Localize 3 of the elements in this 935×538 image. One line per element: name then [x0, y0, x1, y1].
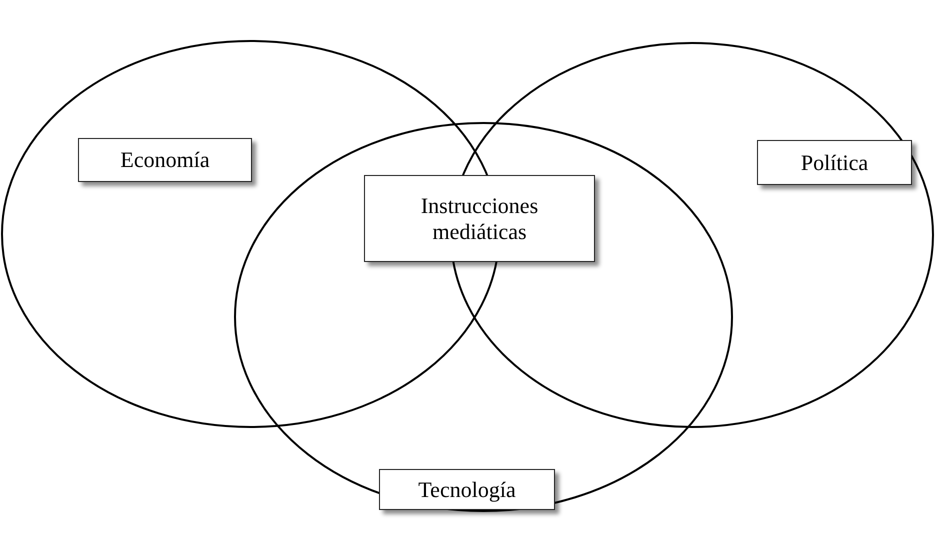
label-box: Economía	[78, 138, 252, 182]
label-box: Tecnología	[379, 469, 555, 510]
label-box: Política	[757, 140, 912, 185]
